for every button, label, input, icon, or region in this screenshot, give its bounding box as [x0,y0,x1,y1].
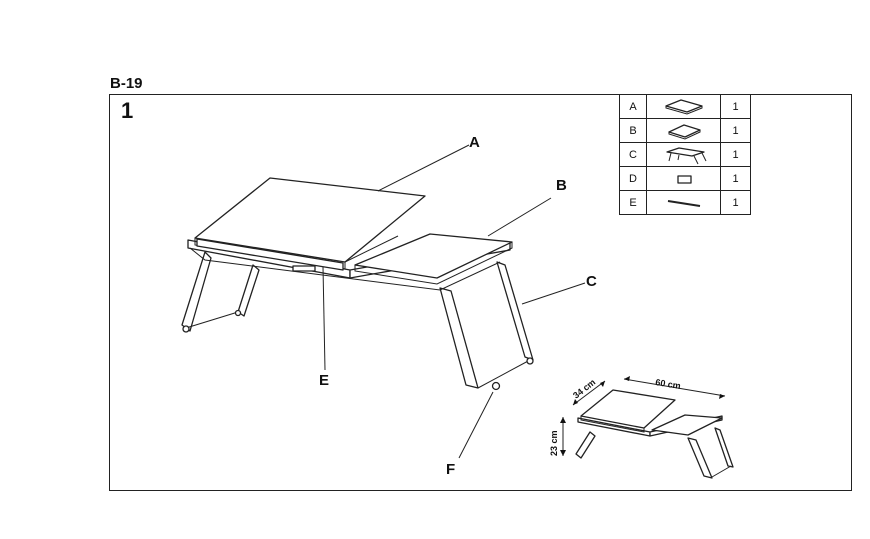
part-letter: C [619,142,647,167]
small-board-icon [646,118,721,143]
rod-icon [646,190,721,215]
parts-row: C 1 [619,142,751,167]
parts-row: B 1 [619,118,751,143]
frame-legs [181,251,534,391]
part-qty: 1 [720,94,751,119]
dimension-height: 23 cm [549,430,559,456]
parts-row: A 1 [619,94,751,119]
large-board-icon [646,94,721,119]
parts-row: D 1 [619,166,751,191]
part-letter: B [619,118,647,143]
model-code: B-19 [110,75,143,92]
part-qty: 1 [720,118,751,143]
part-letter: E [619,190,647,215]
large-board [194,177,426,272]
leader-lines [322,144,586,459]
dimension-width: 60 cm [655,377,682,391]
part-qty: 1 [720,142,751,167]
callout-f: F [446,461,455,478]
step-number: 1 [121,98,134,123]
parts-table: A 1 B 1 C 1 D 1 E 1 [619,94,751,215]
dimension-arrows [560,376,726,456]
callout-c: C [586,273,597,290]
mini-table [575,389,734,479]
part-qty: 1 [720,166,751,191]
part-qty: 1 [720,190,751,215]
callout-a: A [469,134,480,151]
part-letter: A [619,94,647,119]
diagram-frame [109,94,852,491]
callout-e: E [319,372,329,389]
parts-row: E 1 [619,190,751,215]
bracket-icon [646,166,721,191]
frame-icon [646,142,721,167]
part-letter: D [619,166,647,191]
callout-b: B [556,177,567,194]
